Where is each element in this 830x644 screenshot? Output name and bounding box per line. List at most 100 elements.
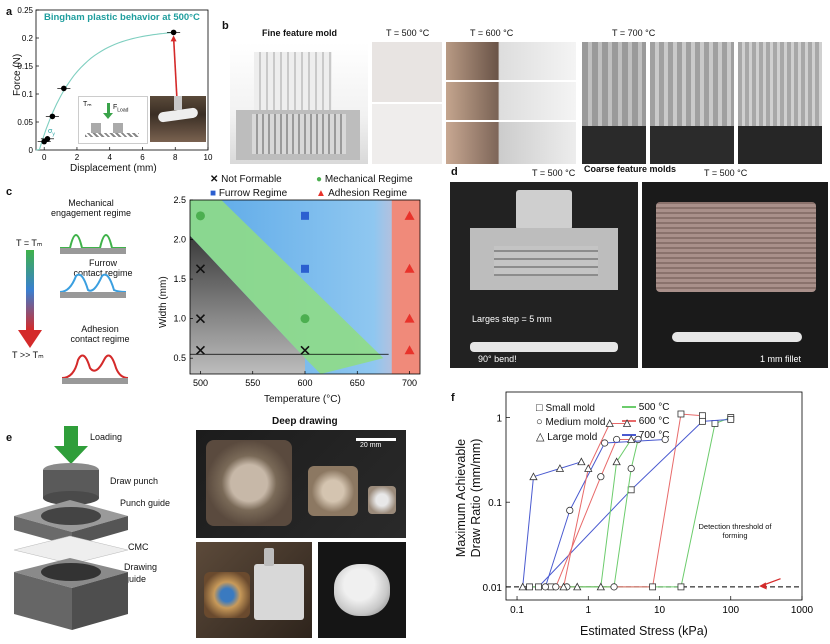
photo-deep-drawn-parts: 20 mm bbox=[196, 430, 406, 538]
panel-d-label-500-left: T = 500 °C bbox=[532, 168, 576, 178]
chart-f-threshold-arrowhead bbox=[759, 582, 767, 590]
chart-f-marker-circle bbox=[610, 583, 618, 591]
scalebar bbox=[356, 438, 396, 441]
chart-f-series-line bbox=[538, 418, 731, 588]
formed-bend-specimen bbox=[470, 342, 618, 352]
legend-700c: 700 °C bbox=[622, 430, 669, 441]
chart-f-marker-triangle bbox=[612, 457, 621, 466]
tool-guide-block bbox=[254, 564, 304, 620]
chart-c-xtick-label: 600 bbox=[297, 378, 312, 388]
chart-f-series-line bbox=[544, 439, 666, 588]
drawn-cup bbox=[334, 564, 390, 616]
panel-letter-a: a bbox=[6, 6, 13, 18]
panel-b-label-500: T = 500 °C bbox=[386, 28, 430, 38]
mold-base-grooves bbox=[252, 114, 346, 154]
chart-f-marker-circle bbox=[566, 506, 574, 514]
panel-letter-e: e bbox=[6, 432, 13, 444]
formed-fillet-specimen bbox=[672, 332, 802, 342]
chart-f-marker-triangle bbox=[573, 582, 582, 591]
adhesion-profile bbox=[61, 354, 129, 384]
panel-e-title: Deep drawing bbox=[272, 416, 338, 427]
panel-letter-d: d bbox=[451, 166, 458, 178]
tool-pin bbox=[264, 548, 274, 566]
temperature-arrow-head bbox=[18, 330, 42, 348]
chart-c-marker-not-formable bbox=[300, 345, 310, 355]
chart-a-xtick-label: 10 bbox=[204, 153, 213, 162]
photo-punch bbox=[174, 96, 182, 110]
chart-c-marker-not-formable bbox=[195, 345, 206, 355]
chart-f-xtick-label: 0.1 bbox=[510, 605, 524, 616]
legend-furrow: ■ Furrow Regime bbox=[210, 188, 288, 199]
chart-a-point bbox=[44, 136, 51, 142]
panel-d-label-step: Larges step = 5 mm bbox=[472, 314, 552, 324]
panel-a: Bingham plastic behavior at 500°C Force … bbox=[0, 0, 220, 180]
chart-f-ytick-label: 1 bbox=[496, 413, 502, 424]
chart-a-ytick-label: 0 bbox=[29, 146, 34, 155]
chart-f-marker-triangle bbox=[584, 464, 593, 472]
chart-c-marker-furrow bbox=[301, 264, 309, 273]
chart-f-marker-square bbox=[711, 420, 719, 427]
photo-500-top bbox=[372, 42, 442, 102]
chart-c-ytick-label: 2.5 bbox=[173, 195, 186, 205]
panel-c-xlabel: Temperature (°C) bbox=[264, 394, 341, 405]
chart-f-ytick-label: 0.1 bbox=[488, 498, 502, 509]
cmc-sheet bbox=[13, 535, 129, 565]
chart-f-marker-circle bbox=[634, 435, 642, 444]
inset-sigma-label: σy bbox=[48, 128, 55, 138]
chart-c-ytick-label: 1.0 bbox=[173, 314, 186, 324]
panel-a-inset-schematic: Tₘ FLoad bbox=[78, 96, 148, 144]
chart-f-xtick-label: 10 bbox=[654, 605, 666, 616]
label-punch-guide: Punch guide bbox=[120, 498, 171, 508]
chart-f-marker-triangle bbox=[577, 457, 586, 466]
drawing-guide bbox=[14, 558, 128, 630]
panel-f: □ Small mold ○ Medium mold △ Large mold … bbox=[450, 380, 830, 644]
legend-medium-mold: ○ Medium mold bbox=[536, 416, 606, 428]
mechanical-profile bbox=[60, 234, 126, 254]
chart-f-marker-square bbox=[535, 583, 542, 591]
chart-f-ytick-label: 0.01 bbox=[483, 583, 503, 594]
photo-600-c bbox=[446, 122, 576, 164]
regime-schematic-svg bbox=[18, 234, 129, 384]
panel-e: Loading Draw punch Punch guide CMC Drawi… bbox=[0, 412, 450, 644]
panel-b-label-600: T = 600 °C bbox=[470, 28, 514, 38]
t-equals-tm-label: T = Tₘ bbox=[16, 238, 43, 248]
chart-f-marker-triangle bbox=[596, 582, 605, 591]
legend-large-mold: △ Large mold bbox=[536, 431, 598, 443]
label-draw-punch: Draw punch bbox=[110, 476, 159, 486]
chart-c-ytick-label: 1.5 bbox=[173, 274, 186, 284]
photo-700-b-section bbox=[650, 126, 734, 164]
label-cmc: CMC bbox=[128, 542, 149, 552]
chart-f-marker-triangle bbox=[559, 582, 568, 591]
chart-a-xtick-label: 0 bbox=[42, 153, 47, 162]
panel-b: Fine feature mold T = 500 °C T = 600 °C … bbox=[222, 18, 830, 168]
part-medium bbox=[308, 466, 358, 516]
chart-a-xtick-label: 8 bbox=[173, 153, 178, 162]
chart-a-point bbox=[49, 113, 56, 120]
inset-block-right bbox=[113, 123, 123, 133]
chart-a-red-arrowhead bbox=[170, 35, 177, 42]
chart-a-point bbox=[61, 85, 67, 92]
chart-f-marker-square bbox=[526, 583, 533, 591]
mold-left-top-block bbox=[516, 190, 572, 230]
inset-load-arrow bbox=[107, 103, 110, 115]
panel-letter-f: f bbox=[451, 392, 455, 404]
legend-not-formable: ✕ Not Formable bbox=[210, 174, 282, 185]
chart-f-marker-circle bbox=[597, 473, 605, 481]
chart-f-marker-triangle bbox=[605, 419, 614, 427]
panel-b-label-700: T = 700 °C bbox=[612, 28, 656, 38]
label-loading: Loading bbox=[90, 432, 123, 442]
chart-c-marker-adhesion bbox=[404, 313, 415, 323]
panel-a-inset-photo bbox=[150, 96, 206, 142]
chart-f-xtick-label: 100 bbox=[722, 605, 739, 616]
photo-600-a bbox=[446, 42, 576, 80]
chart-f-series-line bbox=[566, 439, 639, 588]
chart-c-marker-adhesion bbox=[404, 345, 415, 355]
chart-f-series-line bbox=[555, 439, 639, 588]
chart-c-ytick-label: 2.0 bbox=[173, 235, 186, 245]
chart-f-xtick-label: 1 bbox=[585, 605, 591, 616]
panel-d-label-fillet: 1 mm fillet bbox=[760, 354, 802, 364]
